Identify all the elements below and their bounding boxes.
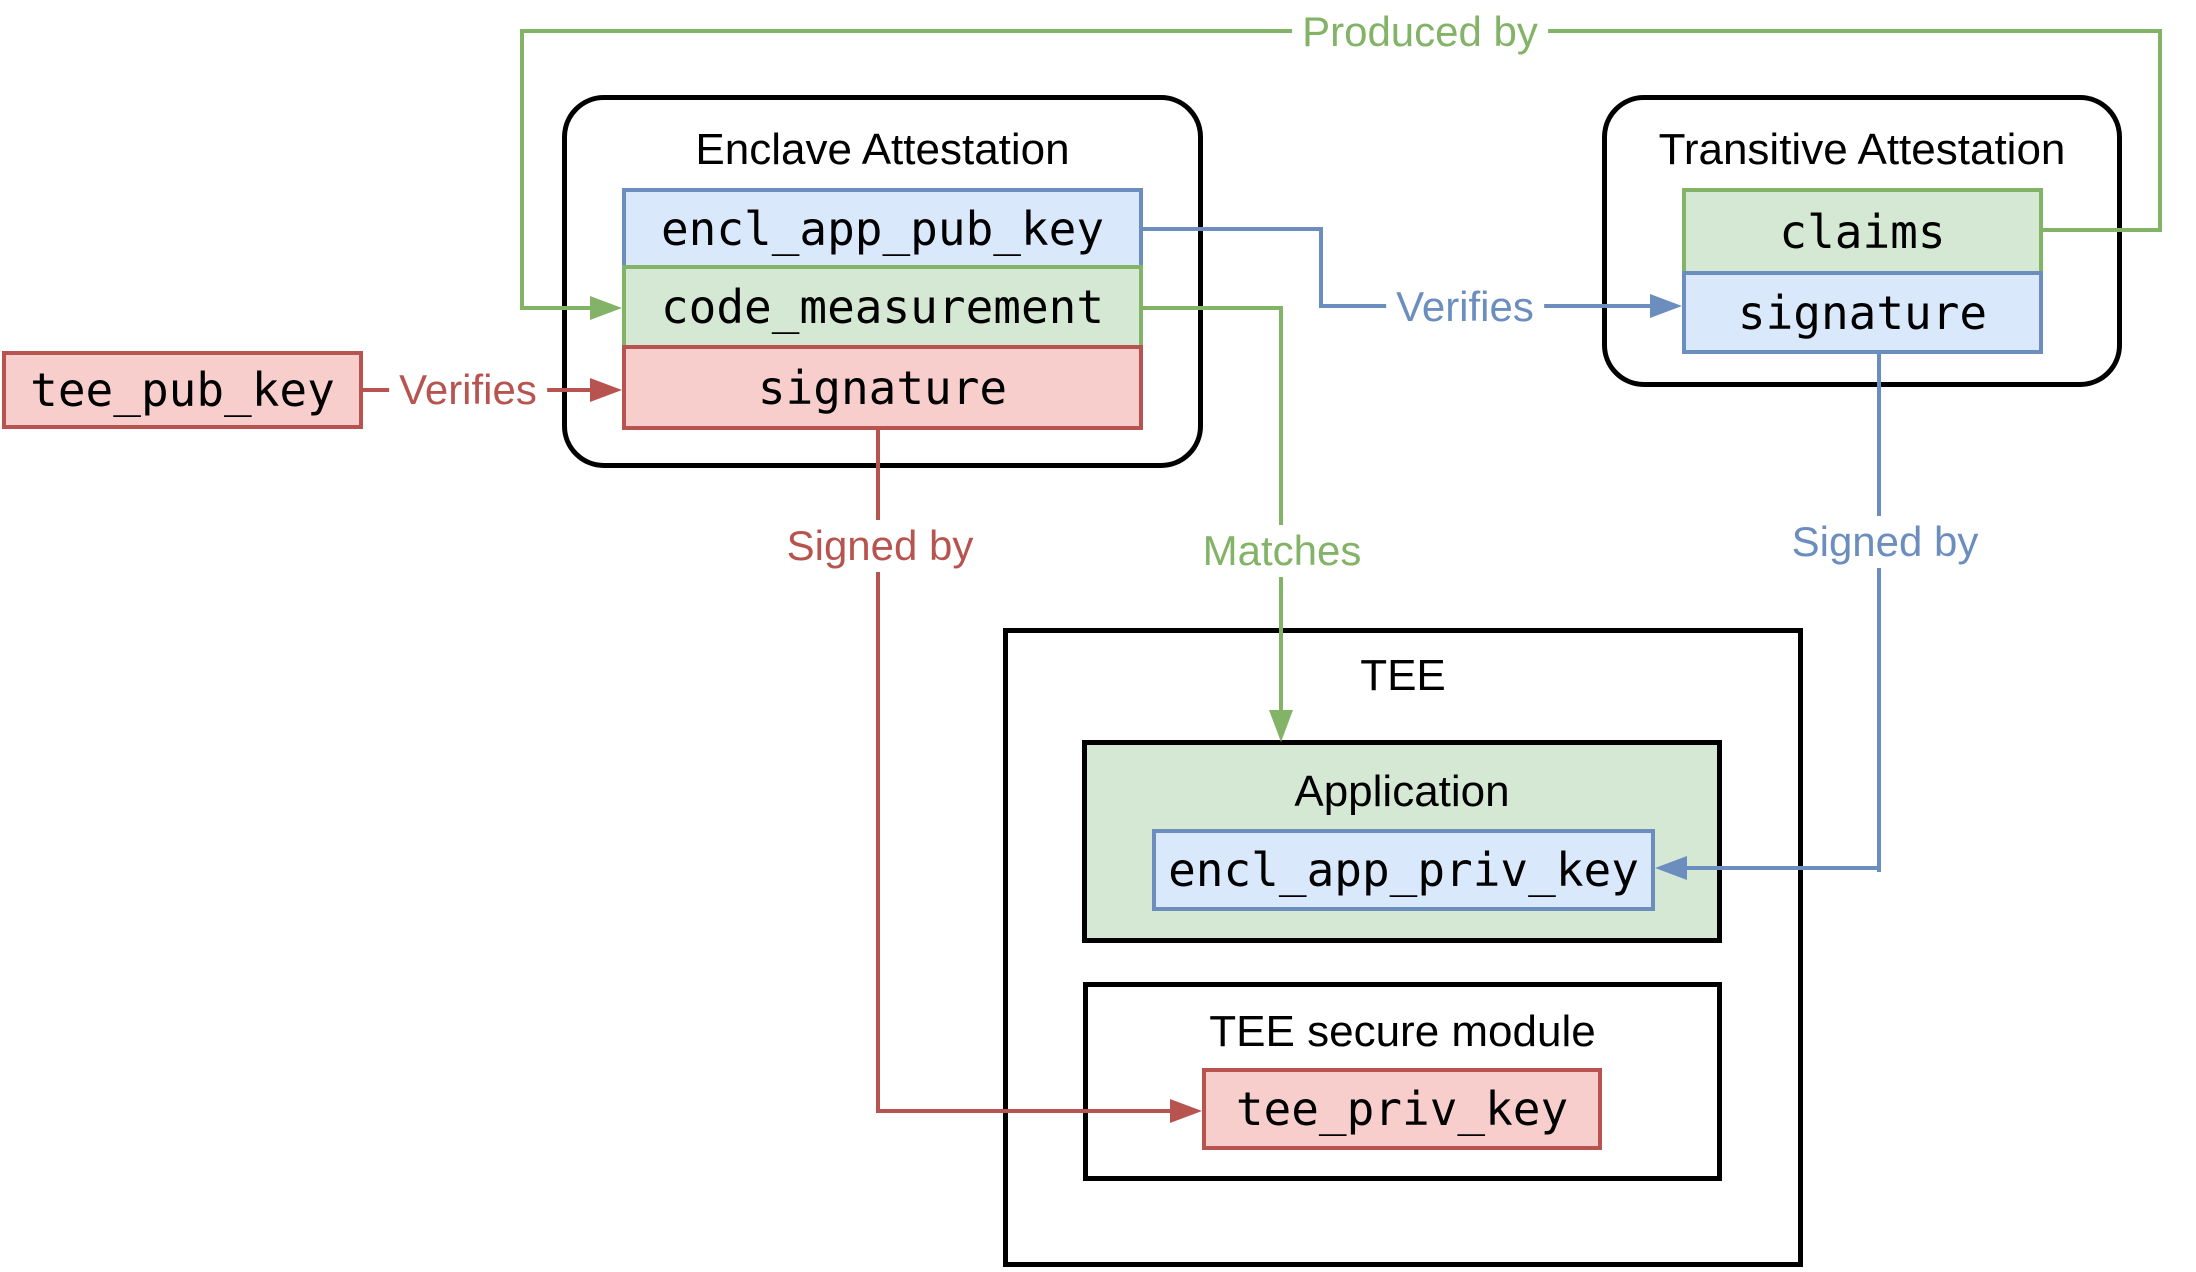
tee-secure-module-title: TEE secure module	[1209, 1007, 1596, 1056]
produced-by-line-claims-stub	[2043, 228, 2162, 232]
tee-title: TEE	[1360, 651, 1446, 700]
code-measurement-field: code_measurement	[622, 265, 1143, 349]
claims-field: claims	[1682, 188, 2043, 275]
signature-signed-by-arrowhead	[1170, 1099, 1202, 1123]
enclave-attestation-title: Enclave Attestation	[695, 125, 1070, 174]
matches-arrowhead	[1269, 710, 1293, 742]
produced-by-arrowhead	[590, 296, 622, 320]
produced-by-line-left-vertical	[520, 29, 524, 310]
signature-signed-by-line-v	[876, 430, 880, 1113]
encl-pub-verifies-arrowhead	[1650, 294, 1682, 318]
matches-label: Matches	[1192, 525, 1372, 577]
transitive-signed-by-line-h	[1687, 866, 1881, 870]
encl-pub-verifies-line-h1	[1143, 227, 1323, 231]
signature-signed-by-label: Signed by	[776, 520, 984, 572]
produced-by-line-arrow-stub	[520, 306, 594, 310]
tee-priv-key-box: tee_priv_key	[1202, 1068, 1602, 1150]
produced-by-label: Produced by	[1292, 6, 1548, 58]
application-title: Application	[1294, 767, 1510, 816]
produced-by-line-right-vertical	[2158, 29, 2162, 232]
transitive-signed-by-label: Signed by	[1781, 516, 1989, 568]
matches-line-v	[1279, 306, 1283, 712]
encl-pub-verifies-label: Verifies	[1386, 281, 1544, 333]
encl-app-priv-key-box: encl_app_priv_key	[1152, 829, 1655, 911]
transitive-attestation-title: Transitive Attestation	[1658, 125, 2066, 174]
enclave-signature-field: signature	[622, 345, 1143, 430]
transitive-signature-field: signature	[1682, 271, 2043, 354]
transitive-signed-by-arrowhead	[1655, 856, 1687, 880]
tee-pub-verifies-label: Verifies	[389, 364, 547, 416]
encl-pub-verifies-line-v	[1319, 227, 1323, 308]
tee-pub-verifies-arrowhead	[590, 378, 622, 402]
encl-app-pub-key-field: encl_app_pub_key	[622, 188, 1143, 269]
matches-line-h	[1143, 306, 1283, 310]
signature-signed-by-line-h	[876, 1109, 1174, 1113]
transitive-signed-by-line-v	[1877, 354, 1881, 872]
tee-pub-key-box: tee_pub_key	[2, 351, 363, 429]
